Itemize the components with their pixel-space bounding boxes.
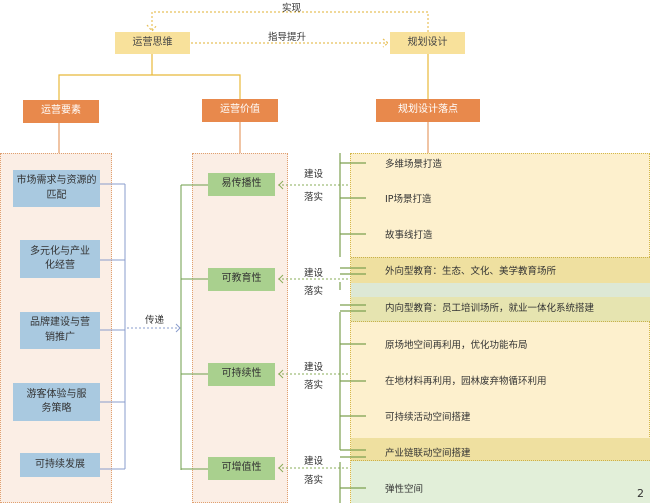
value-box: 可教育性 [208, 268, 275, 291]
guide-label: 指导提升 [268, 32, 307, 43]
value-box: 可持续性 [208, 363, 275, 386]
header-points: 规划设计落点 [376, 99, 480, 122]
element-box: 市场需求与资源的匹配 [13, 170, 100, 207]
build-label: 建设 [304, 362, 324, 373]
point-item: IP场景打造 [385, 194, 432, 205]
implement-label: 落实 [304, 192, 324, 203]
band-elastic [351, 461, 650, 503]
point-item: 故事线打造 [385, 230, 433, 241]
element-box: 品牌建设与营销推广 [20, 312, 100, 349]
element-box: 可持续发展 [20, 453, 100, 477]
realize-label: 实现 [282, 3, 302, 14]
planning-design-box: 规划设计 [390, 32, 465, 54]
implement-label: 落实 [304, 380, 324, 391]
build-label: 建设 [304, 169, 324, 180]
point-item: 在地材料再利用，园林废弃物循环利用 [385, 376, 547, 387]
build-label: 建设 [304, 456, 324, 467]
element-box: 多元化与产业化经营 [20, 240, 100, 278]
page-number: 2 [637, 487, 644, 500]
implement-label: 落实 [304, 475, 324, 486]
build-label: 建设 [304, 268, 324, 279]
point-item: 原场地空间再利用，优化功能布局 [385, 340, 528, 351]
point-item: 外向型教育：生态、文化、美学教育场所 [385, 266, 557, 277]
operation-thinking-box: 运营思维 [115, 32, 190, 54]
point-item: 产业链联动空间搭建 [385, 448, 471, 459]
point-item: 多维场景打造 [385, 159, 443, 170]
value-box: 可增值性 [208, 457, 275, 480]
values-panel [192, 153, 288, 503]
band-inward [351, 297, 650, 322]
implement-label: 落实 [304, 286, 324, 297]
point-item: 弹性空间 [385, 484, 424, 495]
band-divider [351, 283, 650, 297]
element-box: 游客体验与服务策略 [13, 383, 100, 421]
header-elements: 运营要素 [23, 100, 99, 123]
transfer-label: 传递 [145, 315, 165, 326]
value-box: 易传播性 [208, 173, 275, 196]
header-values: 运营价值 [202, 99, 278, 122]
point-item: 内向型教育：员工培训场所，就业一体化系统搭建 [385, 303, 595, 314]
band-industry [351, 438, 650, 461]
point-item: 可持续活动空间搭建 [385, 412, 471, 423]
